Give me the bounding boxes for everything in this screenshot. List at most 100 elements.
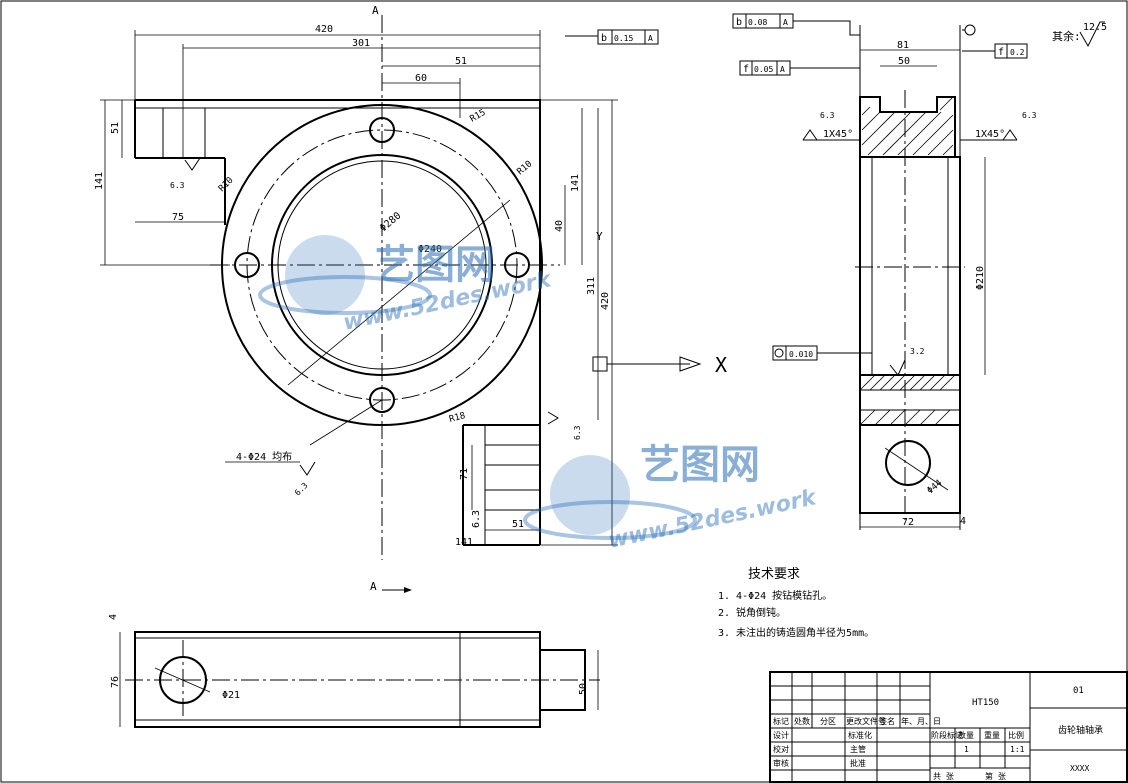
svg-text:主管: 主管 (850, 744, 866, 754)
rough-side-right: 6.3 (1022, 111, 1037, 120)
svg-text:审核: 审核 (773, 758, 789, 768)
svg-text:分区: 分区 (820, 717, 836, 726)
rough-left: 6.3 (170, 181, 185, 190)
watermark-brand-2: 艺图网 (640, 442, 760, 488)
tolerance-frame-f-left: f 0.05 A (739, 60, 860, 76)
dim-60: 60 (415, 73, 427, 84)
bolt-hole-bottom (369, 387, 395, 413)
radius-r10-left: R10 (217, 176, 236, 195)
svg-text:年、月、日: 年、月、日 (901, 716, 941, 726)
watermark-url-2: www.52des.work (606, 485, 819, 554)
radius-r10: R10 (516, 159, 535, 177)
tolerance-frame-circ: 0.010 (772, 345, 872, 361)
chamfer-left: 1X45° (823, 129, 853, 140)
svg-text:0.05: 0.05 (754, 65, 773, 74)
svg-text:A: A (783, 18, 788, 27)
dim-51-bottom: 51 (512, 519, 524, 530)
radius-r15: R15 (469, 108, 488, 125)
tolerance-frame-b: b 0.08 A (732, 13, 860, 36)
dim-4-bottom: 4 (108, 614, 119, 620)
svg-text:b: b (601, 33, 607, 44)
svg-text:12.5: 12.5 (1083, 22, 1107, 33)
svg-text:f: f (743, 64, 749, 75)
dim-71: 71 (459, 468, 470, 480)
dim-phi44: Φ44 (926, 478, 945, 496)
bottom-view: Φ21 76 4 50 (108, 614, 600, 728)
dim-141-left: 141 (94, 172, 105, 190)
svg-text:阶段标记: 阶段标记 (931, 730, 963, 740)
dim-6-3-bottom: 6.3 (471, 510, 482, 528)
svg-text:其余:: 其余: (1052, 29, 1081, 43)
rough-inner: 3.2 (910, 347, 925, 356)
dim-72: 72 (902, 517, 914, 528)
dim-50: 50 (898, 56, 910, 67)
dim-40: 40 (554, 220, 565, 232)
dim-75: 75 (172, 212, 184, 223)
svg-text:0.08: 0.08 (748, 18, 767, 27)
svg-text:0.2: 0.2 (1010, 48, 1025, 57)
front-view: A A 420 (94, 4, 727, 593)
svg-text:A: A (780, 65, 785, 74)
company: XXXX (1070, 764, 1089, 773)
tolerance-frame-top: b 0.15 A (565, 29, 659, 45)
rough-right: 6.3 (573, 425, 582, 440)
svg-text:1:1: 1:1 (1010, 745, 1025, 754)
drawing-no: 01 (1073, 686, 1084, 696)
dim-phi21: Φ21 (222, 690, 240, 701)
side-view: b 0.08 A f 0.05 A f 0.2 81 50 (732, 13, 1037, 530)
dim-phi240: Φ240 (418, 244, 442, 255)
dim-50-bottom: 50 (578, 683, 589, 695)
tech-item-1: 1. 4-Φ24 按钻模钻孔。 (718, 589, 832, 602)
chamfer-right: 1X45° (975, 129, 1005, 140)
svg-text:重量: 重量 (984, 730, 1000, 740)
section-label-a-top: A (372, 4, 379, 17)
section-label-a-bottom: A (370, 580, 377, 593)
dim-420-top: 420 (315, 24, 333, 35)
svg-text:0.15: 0.15 (614, 34, 633, 43)
title-block: HT150 01 齿轮轴轴承 XXXX 阶段标记 数量 重量 比例 1 1:1 … (769, 671, 1128, 783)
svg-text:更改文件号: 更改文件号 (846, 716, 886, 726)
rough-lower-left: 6.3 (293, 481, 310, 498)
bolt-holes-note: 4-Φ24 均布 (236, 451, 292, 463)
dim-81: 81 (897, 40, 909, 51)
svg-text:b: b (736, 17, 742, 28)
rough-side-left: 6.3 (820, 111, 835, 120)
watermark-brand-1: 艺图网 (375, 242, 495, 288)
remaining-roughness: 其余: 12.5 (1052, 21, 1107, 48)
svg-text:f: f (998, 47, 1004, 58)
svg-text:共 张: 共 张 (933, 772, 954, 781)
svg-text:处数: 处数 (794, 716, 810, 726)
dim-141-bottom: 141 (455, 537, 473, 548)
dim-420-right: 420 (600, 292, 611, 310)
watermark-lower: 艺图网 www.52des.work (523, 442, 820, 554)
tech-item-2: 2. 锐角倒钝。 (718, 606, 786, 619)
svg-text:标准化: 标准化 (848, 730, 872, 740)
part-name: 齿轮轴轴承 (1058, 724, 1103, 736)
dim-4-side: 4 (960, 516, 966, 527)
bolt-hole-top (369, 117, 395, 143)
watermark-center: 艺图网 www.52des.work (258, 235, 555, 336)
tech-item-3: 3. 未注出的铸造圆角半径为5mm。 (718, 626, 874, 639)
x-axis-label: X (715, 353, 727, 377)
tech-requirements: 技术要求 1. 4-Φ24 按钻模钻孔。 2. 锐角倒钝。 3. 未注出的铸造圆… (718, 567, 874, 639)
svg-text:数量: 数量 (958, 730, 974, 740)
tech-title: 技术要求 (748, 567, 800, 582)
svg-text:第 张: 第 张 (985, 771, 1006, 781)
origin-marker (592, 356, 608, 372)
svg-text:批准: 批准 (850, 758, 866, 768)
radius-r18: R18 (448, 411, 466, 425)
dim-51-left: 51 (110, 122, 121, 134)
dim-76: 76 (110, 676, 121, 688)
dim-141-right: 141 (570, 174, 581, 192)
dim-311: 311 (586, 277, 597, 295)
dim-phi210: Φ210 (975, 266, 986, 290)
svg-text:比例: 比例 (1008, 730, 1024, 740)
material: HT150 (972, 698, 999, 708)
svg-text:A: A (648, 34, 653, 43)
svg-text:1: 1 (964, 745, 969, 754)
dim-51-top: 51 (455, 56, 467, 67)
svg-text:标记: 标记 (773, 716, 789, 726)
svg-text:0.010: 0.010 (789, 350, 813, 359)
